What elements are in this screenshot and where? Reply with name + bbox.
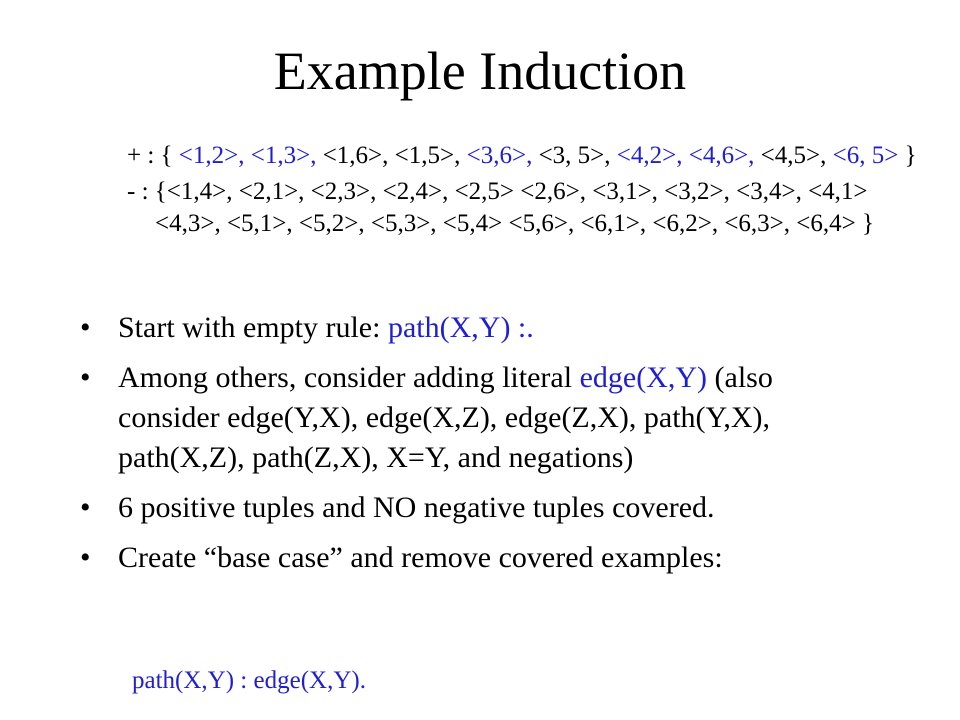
bullet-item-adding-literal: • Among others, consider adding literal … [80,358,880,478]
tuple-separator: , [238,142,251,169]
tuple-separator: , [454,142,467,169]
positive-tuples: <1,2>, <1,3>, <1,6>, <1,5>, <3,6>, <3, 5… [179,142,899,169]
bullet-item-coverage: • 6 positive tuples and NO negative tupl… [80,488,880,528]
positive-tuple: <1,5> [394,142,455,169]
example-sets: + : { <1,2>, <1,3>, <1,6>, <1,5>, <3,6>,… [127,140,917,244]
positive-tuple: <4,6> [688,142,749,169]
bullet-dot-icon: • [80,361,91,394]
positive-tuple: <4,2> [616,142,677,169]
bullet-dot-icon: • [80,491,91,524]
empty-rule-text: path(X,Y) :. [387,311,534,344]
bullet-text: 6 positive tuples and NO negative tuples… [118,491,715,524]
tuple-separator: , [382,142,395,169]
positive-tuple: <3,6> [466,142,527,169]
tuple-separator: , [820,142,833,169]
negative-tuples: <1,4>, <2,1>, <2,3>, <2,4>, <2,5> <2,6>,… [155,178,874,237]
bullet-item-base-case: • Create “base case” and remove covered … [80,538,880,578]
tuple-separator: , [676,142,689,169]
bullet-text: Start with empty rule: [118,311,388,344]
bullet-text: Among others, consider adding literal [118,361,580,394]
positive-prefix: + : { [127,142,179,169]
positive-tuple: <4,5> [760,142,821,169]
positive-tuple: <1,6> [322,142,383,169]
tuple-separator: , [310,142,323,169]
tuple-separator: , [526,142,539,169]
negative-examples: - : {<1,4>, <2,1>, <2,3>, <2,4>, <2,5> <… [127,176,917,240]
bullet-list: • Start with empty rule: path(X,Y) :. • … [80,308,880,588]
bullet-dot-icon: • [80,311,91,344]
tuple-separator: , [604,142,617,169]
positive-tuple: <1,3> [250,142,311,169]
positive-tuple: <3, 5> [538,142,605,169]
positive-examples: + : { <1,2>, <1,3>, <1,6>, <1,5>, <3,6>,… [127,140,917,172]
bullet-text: Create “base case” and remove covered ex… [118,541,723,574]
negative-prefix: - : { [127,178,167,205]
positive-tuple: <1,2> [178,142,239,169]
literal-text: edge(X,Y) [579,361,708,394]
bullet-text-continued: (also consider edge(Y,X), edge(X,Z), edg… [118,361,773,474]
bullet-item-empty-rule: • Start with empty rule: path(X,Y) :. [80,308,880,348]
slide-title: Example Induction [273,41,687,101]
base-case-rule: path(X,Y) : edge(X,Y). [132,667,366,694]
bullet-dot-icon: • [80,541,91,574]
positive-suffix: } [898,142,917,169]
tuple-separator: , [748,142,761,169]
positive-tuple: <6, 5> [832,142,899,169]
